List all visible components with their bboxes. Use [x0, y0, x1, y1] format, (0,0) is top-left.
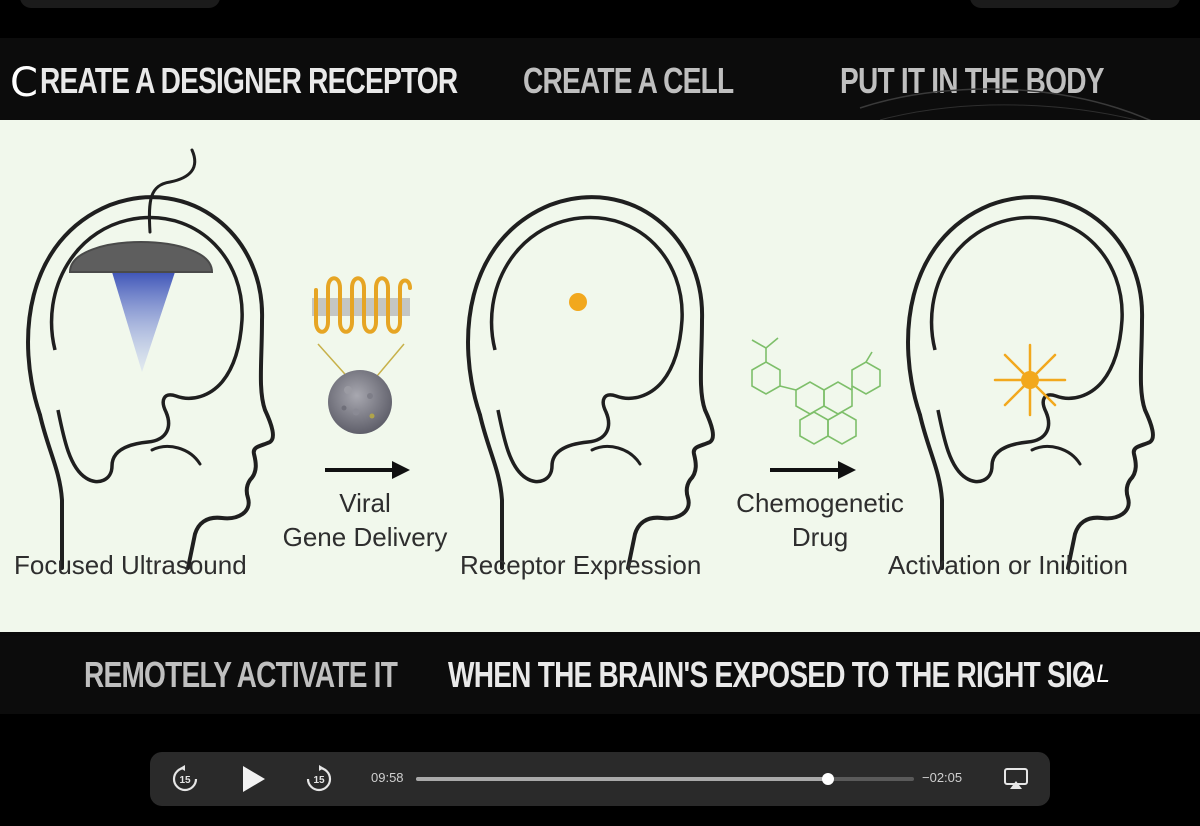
- caption-top: C REATE A DESIGNER RECEPTOR CREATE A CEL…: [0, 38, 1200, 120]
- remaining-time: −02:05: [922, 770, 963, 785]
- skip-back-15-icon: 15: [172, 765, 198, 792]
- skip-forward-button[interactable]: 15: [304, 764, 334, 794]
- receptor-head-icon: [466, 195, 715, 570]
- handwritten-al: AL: [1080, 660, 1110, 688]
- label-chemogenetic-drug: Chemogenetic Drug: [710, 486, 930, 554]
- label-viral-line1: Viral: [339, 488, 391, 518]
- activation-head-icon: [906, 195, 1155, 570]
- video-frame[interactable]: C REATE A DESIGNER RECEPTOR CREATE A CEL…: [0, 38, 1200, 714]
- ultrasound-head-icon: [26, 148, 275, 570]
- caption-top-part1: REATE A DESIGNER RECEPTOR: [40, 60, 458, 101]
- label-viral-line2: Gene Delivery: [282, 522, 448, 552]
- label-drug-line1: Chemogenetic: [736, 488, 904, 518]
- skip-back-seconds: 15: [179, 775, 191, 786]
- label-viral-gene-delivery: Viral Gene Delivery: [255, 486, 475, 554]
- caption-bottom-part2: WHEN THE BRAIN'S EXPOSED TO THE RIGHT SI…: [448, 654, 1094, 695]
- caption-bottom-part1: REMOTELY ACTIVATE IT: [84, 654, 398, 695]
- play-button[interactable]: [236, 762, 270, 796]
- diagram-art: [26, 148, 1155, 570]
- chemogenetic-drug-molecule-icon: [751, 337, 881, 445]
- skip-forward-seconds: 15: [313, 775, 325, 786]
- arrow-right-icon-1: [325, 461, 410, 479]
- top-window-pill-left: [20, 0, 220, 8]
- elapsed-time: 09:58: [371, 770, 404, 785]
- airplay-icon: [1004, 768, 1028, 789]
- label-activation-inhibition: Activation or Inibition: [888, 550, 1128, 580]
- scrubber-thumb[interactable]: [821, 773, 834, 785]
- media-controls: 15 15 09:58 −02:05: [150, 752, 1050, 806]
- top-window-pill-right: [970, 0, 1180, 8]
- arrow-right-icon-2: [770, 461, 856, 479]
- handwritten-c: C: [10, 60, 38, 106]
- virus-particle-icon: [328, 370, 392, 434]
- skip-back-button[interactable]: 15: [170, 764, 200, 794]
- background-arc-lines: [859, 88, 1152, 120]
- receptor-protein-icon: [312, 276, 412, 383]
- caption-bottom: REMOTELY ACTIVATE IT WHEN THE BRAIN'S EX…: [0, 636, 1200, 714]
- label-drug-line2: Drug: [791, 522, 849, 552]
- progress-scrubber[interactable]: [416, 773, 914, 785]
- caption-top-part2: CREATE A CELL: [523, 60, 734, 101]
- play-icon: [243, 766, 265, 792]
- airplay-button[interactable]: [1002, 766, 1030, 792]
- label-focused-ultrasound: Focused Ultrasound: [14, 550, 247, 580]
- diagram-panel: Focused Ultrasound Viral Gene Delivery R…: [0, 120, 1200, 632]
- skip-forward-15-icon: 15: [306, 765, 332, 792]
- label-receptor-expression: Receptor Expression: [460, 550, 702, 580]
- progress-fill: [416, 777, 828, 781]
